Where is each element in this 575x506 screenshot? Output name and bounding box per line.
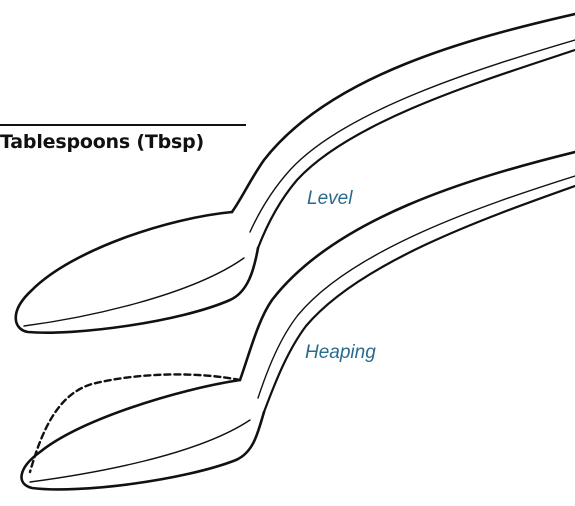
level-spoon-bowl-rim <box>24 258 244 326</box>
heaping-caption: Heaping <box>305 342 376 364</box>
level-spoon-handle-lower <box>258 50 575 248</box>
level-spoon-bowl <box>16 212 258 333</box>
heaping-spoon <box>22 152 575 489</box>
heaping-mound-outline <box>30 374 240 472</box>
heaping-spoon-handle-outer <box>240 152 575 380</box>
level-caption: Level <box>307 188 352 210</box>
level-spoon <box>16 14 575 333</box>
heaping-spoon-bowl-rim <box>30 420 250 482</box>
heaping-spoon-handle-inner <box>258 176 575 398</box>
heaping-spoon-bowl <box>22 380 264 489</box>
heaping-spoon-handle-lower <box>264 186 575 412</box>
